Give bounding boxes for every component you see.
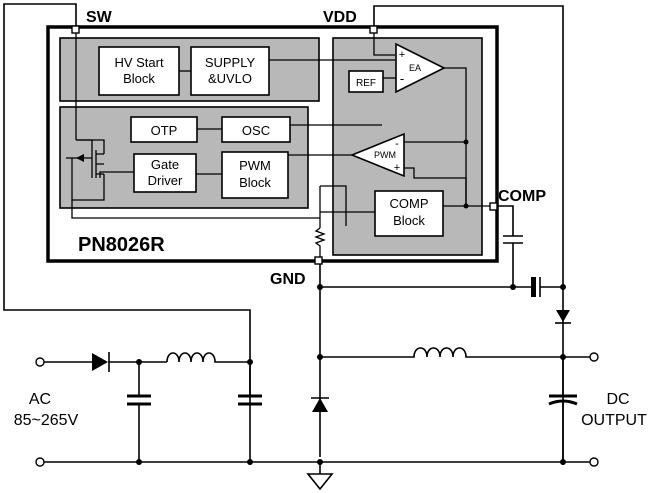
- input-cap-1: [127, 394, 151, 406]
- dc-terminal-bottom: [589, 457, 599, 467]
- supply-label-2: &UVLO: [208, 71, 252, 86]
- vdd-pin: [369, 25, 378, 34]
- ea-plus: +: [399, 49, 405, 61]
- pwm-block-label-2: Block: [239, 175, 271, 190]
- ac-terminal-bottom: [35, 457, 45, 467]
- sw-pin-label: SW: [86, 9, 113, 26]
- comparator-minus: -: [395, 138, 399, 150]
- supply-uvlo-block: [190, 46, 270, 96]
- otp-label: OTP: [151, 123, 178, 138]
- comp-block-label-1: COMP: [390, 196, 429, 211]
- comp-block: [374, 190, 444, 237]
- dc-label-1: DC: [606, 391, 629, 408]
- gate-driver-block: [133, 153, 197, 193]
- gate-driver-label-2: Driver: [148, 173, 183, 188]
- gnd-pin: [314, 256, 323, 265]
- cs-wire: [320, 185, 347, 226]
- pwm-block: [221, 151, 289, 199]
- supply-label-1: SUPPLY: [205, 55, 256, 70]
- sw-pin: [71, 25, 80, 34]
- comparator-plus: +: [394, 162, 400, 174]
- ac-label-2: 85~265V: [14, 412, 79, 429]
- freewheel-diode: [312, 398, 328, 412]
- pwm-comparator-label: PWM: [374, 150, 396, 160]
- ea-minus: -: [400, 71, 404, 86]
- ref-label: REF: [356, 78, 376, 89]
- pwm-comparator: [349, 132, 405, 178]
- comp-pin: [489, 202, 498, 211]
- source-wire: [71, 200, 320, 219]
- ground-symbol: [306, 462, 334, 491]
- vdd-cap-plate-1: [531, 277, 536, 297]
- input-diode: [92, 353, 108, 371]
- comparator-plus-in: [404, 167, 467, 206]
- sw-wire: [3, 3, 251, 403]
- gate-driver-label-1: Gate: [151, 157, 179, 172]
- ref-block: [348, 70, 384, 93]
- osc-block: [221, 116, 291, 143]
- mosfet-symbol: [66, 139, 134, 201]
- ac-terminal-top: [35, 357, 45, 367]
- comp-cap-wire: [497, 205, 514, 236]
- ea-label: EA: [409, 63, 421, 73]
- dc-label-2: OUTPUT: [581, 412, 647, 429]
- dc-terminal-top: [589, 352, 599, 362]
- vdd-pin-label: VDD: [323, 9, 357, 26]
- ac-label-1: AC: [29, 391, 51, 408]
- ea-output: [444, 67, 467, 206]
- gnd-pin-label: GND: [270, 271, 306, 288]
- input-inductor: [166, 352, 250, 363]
- comp-block-label-2: Block: [393, 213, 425, 228]
- output-inductor: [320, 347, 590, 358]
- comp-cap: [503, 235, 523, 244]
- ea-amplifier: [395, 42, 446, 94]
- hv-start-label-1: HV Start: [114, 55, 164, 70]
- osc-label: OSC: [242, 123, 270, 138]
- vdd-diode: [556, 310, 570, 322]
- hv-start-label-2: Block: [123, 71, 155, 86]
- sense-resistor: [314, 227, 326, 257]
- vdd-wire: [373, 5, 564, 465]
- comp-pin-label: COMP: [498, 188, 546, 205]
- pwm-block-label-1: PWM: [239, 158, 271, 173]
- vdd-internal: [373, 33, 395, 56]
- chip-name: PN8026R: [78, 234, 165, 256]
